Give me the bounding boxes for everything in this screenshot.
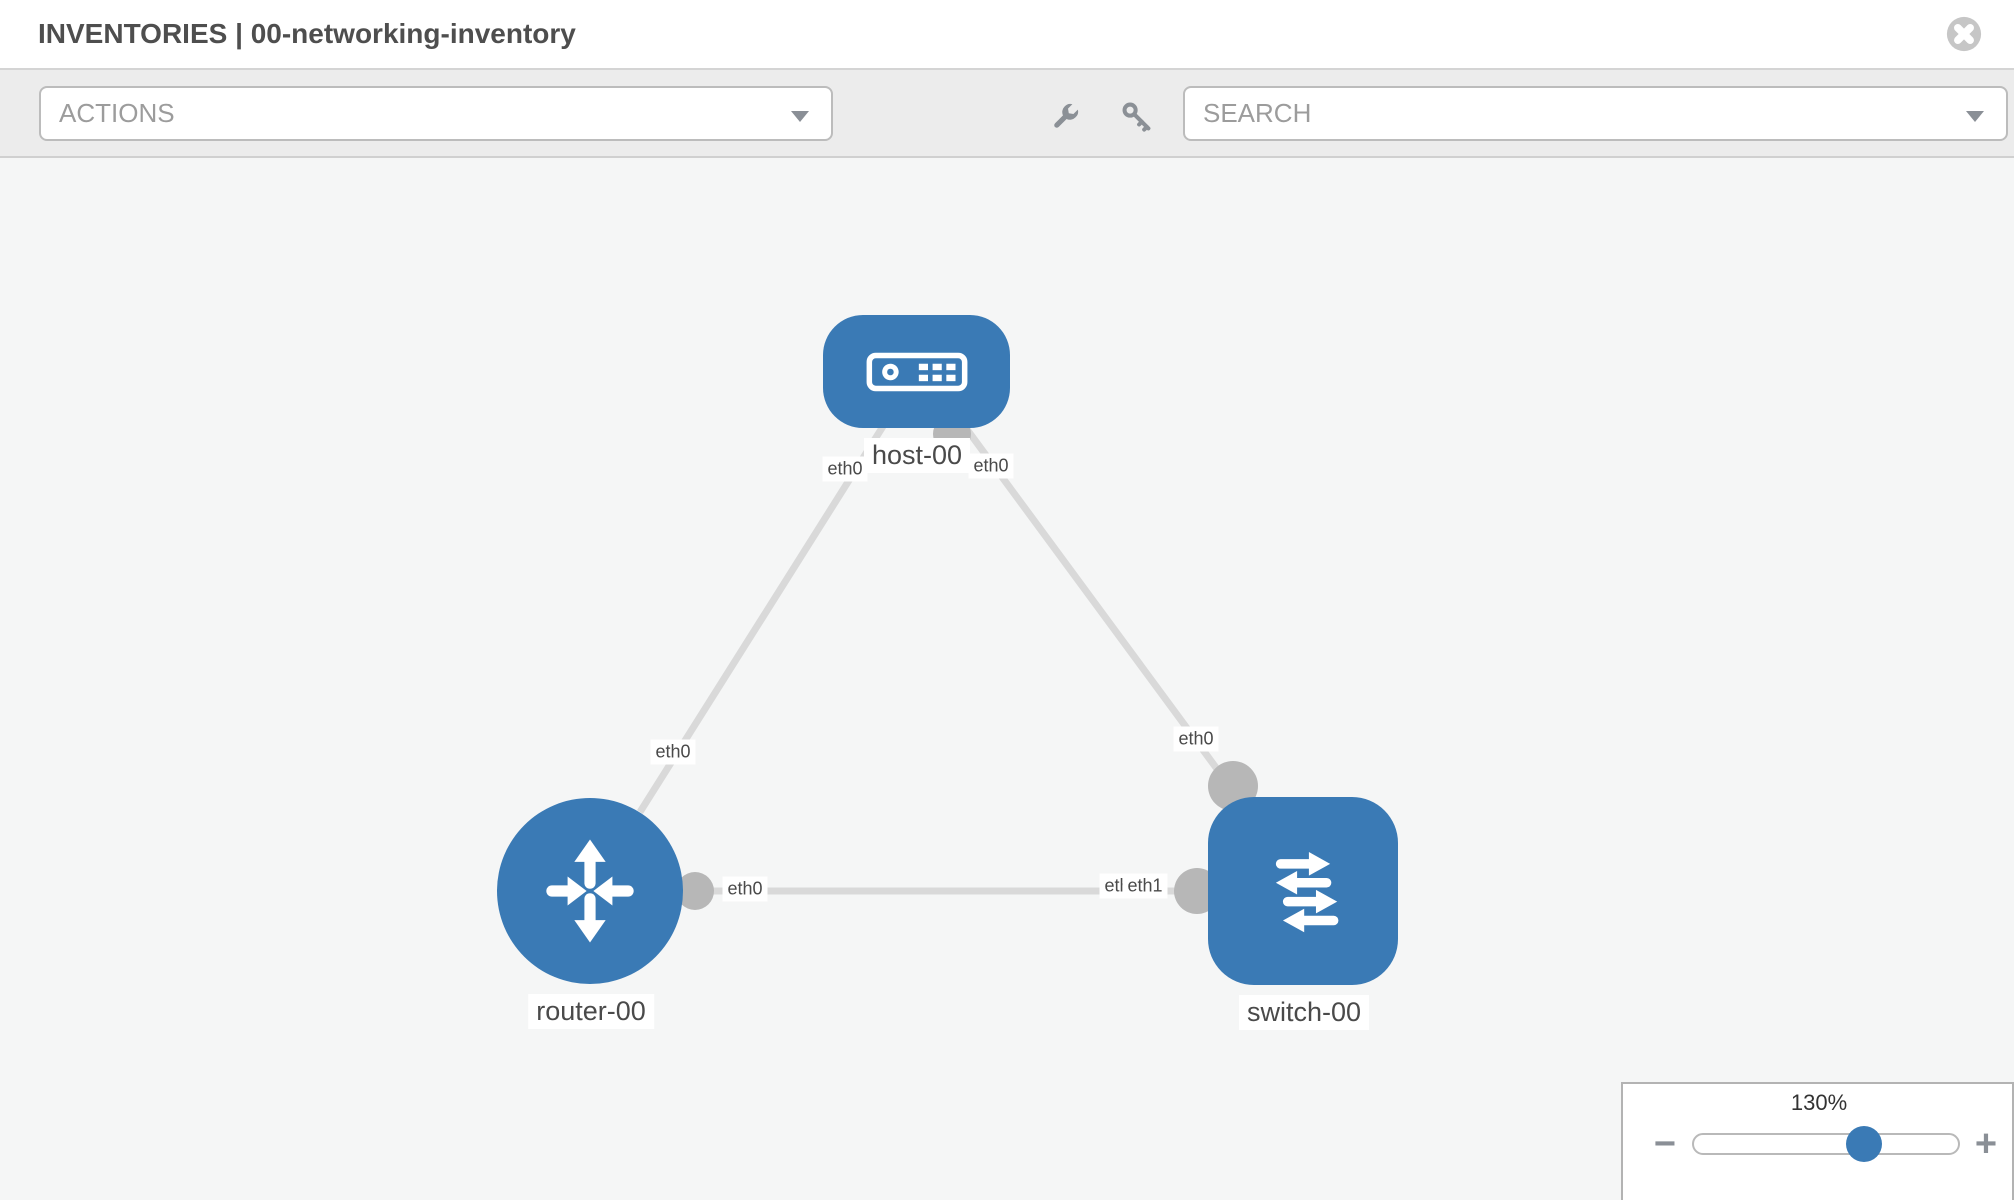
topology-canvas[interactable] bbox=[0, 158, 2014, 1200]
zoom-in-button[interactable]: + bbox=[1974, 1123, 1998, 1165]
zoom-control-panel: 130% − + bbox=[1621, 1082, 2014, 1200]
node-label-router: router-00 bbox=[528, 994, 654, 1029]
page-title: INVENTORIES | 00-networking-inventory bbox=[38, 18, 576, 49]
node-host-00[interactable] bbox=[823, 315, 1010, 428]
zoom-slider-track[interactable] bbox=[1692, 1133, 1960, 1155]
search-dropdown-label: SEARCH bbox=[1203, 98, 1312, 128]
actions-dropdown[interactable]: ACTIONS bbox=[39, 86, 833, 141]
x-circle-icon bbox=[1946, 16, 1982, 52]
zoom-out-button[interactable]: − bbox=[1653, 1123, 1677, 1165]
node-label-switch: switch-00 bbox=[1238, 995, 1370, 1030]
key-icon bbox=[1122, 102, 1151, 132]
iface-label-host-switch-switch-end: eth0 bbox=[1173, 726, 1219, 752]
node-router-00[interactable] bbox=[497, 798, 683, 984]
search-dropdown[interactable]: SEARCH bbox=[1183, 86, 2008, 141]
server-icon bbox=[866, 352, 967, 391]
chevron-down-icon bbox=[1966, 111, 1984, 122]
close-button[interactable] bbox=[1945, 15, 1983, 53]
configure-button[interactable] bbox=[1048, 100, 1082, 134]
iface-label-host-router-host-end: eth0 bbox=[822, 456, 868, 482]
node-label-host: host-00 bbox=[863, 438, 971, 473]
zoom-level-label: 130% bbox=[1790, 1090, 1848, 1115]
credentials-button[interactable] bbox=[1119, 99, 1155, 135]
iface-label-host-switch-host-end: eth0 bbox=[968, 453, 1014, 479]
iface-label-router-switch-router-end: eth0 bbox=[722, 876, 768, 902]
router-arrows-icon bbox=[546, 839, 634, 943]
zoom-slider-thumb[interactable] bbox=[1846, 1126, 1882, 1162]
header: INVENTORIES | 00-networking-inventory bbox=[0, 0, 2014, 70]
iface-label-host-router-router-end: eth0 bbox=[650, 739, 696, 765]
node-switch-00[interactable] bbox=[1208, 797, 1398, 985]
actions-dropdown-label: ACTIONS bbox=[59, 98, 175, 128]
chevron-down-icon bbox=[791, 111, 809, 122]
wrench-icon bbox=[1054, 103, 1079, 128]
toolbar: ACTIONS SEARCH bbox=[0, 70, 2014, 158]
iface-label-router-switch-switch-end: eth1 bbox=[1122, 873, 1168, 899]
switch-arrows-icon bbox=[1275, 852, 1339, 933]
